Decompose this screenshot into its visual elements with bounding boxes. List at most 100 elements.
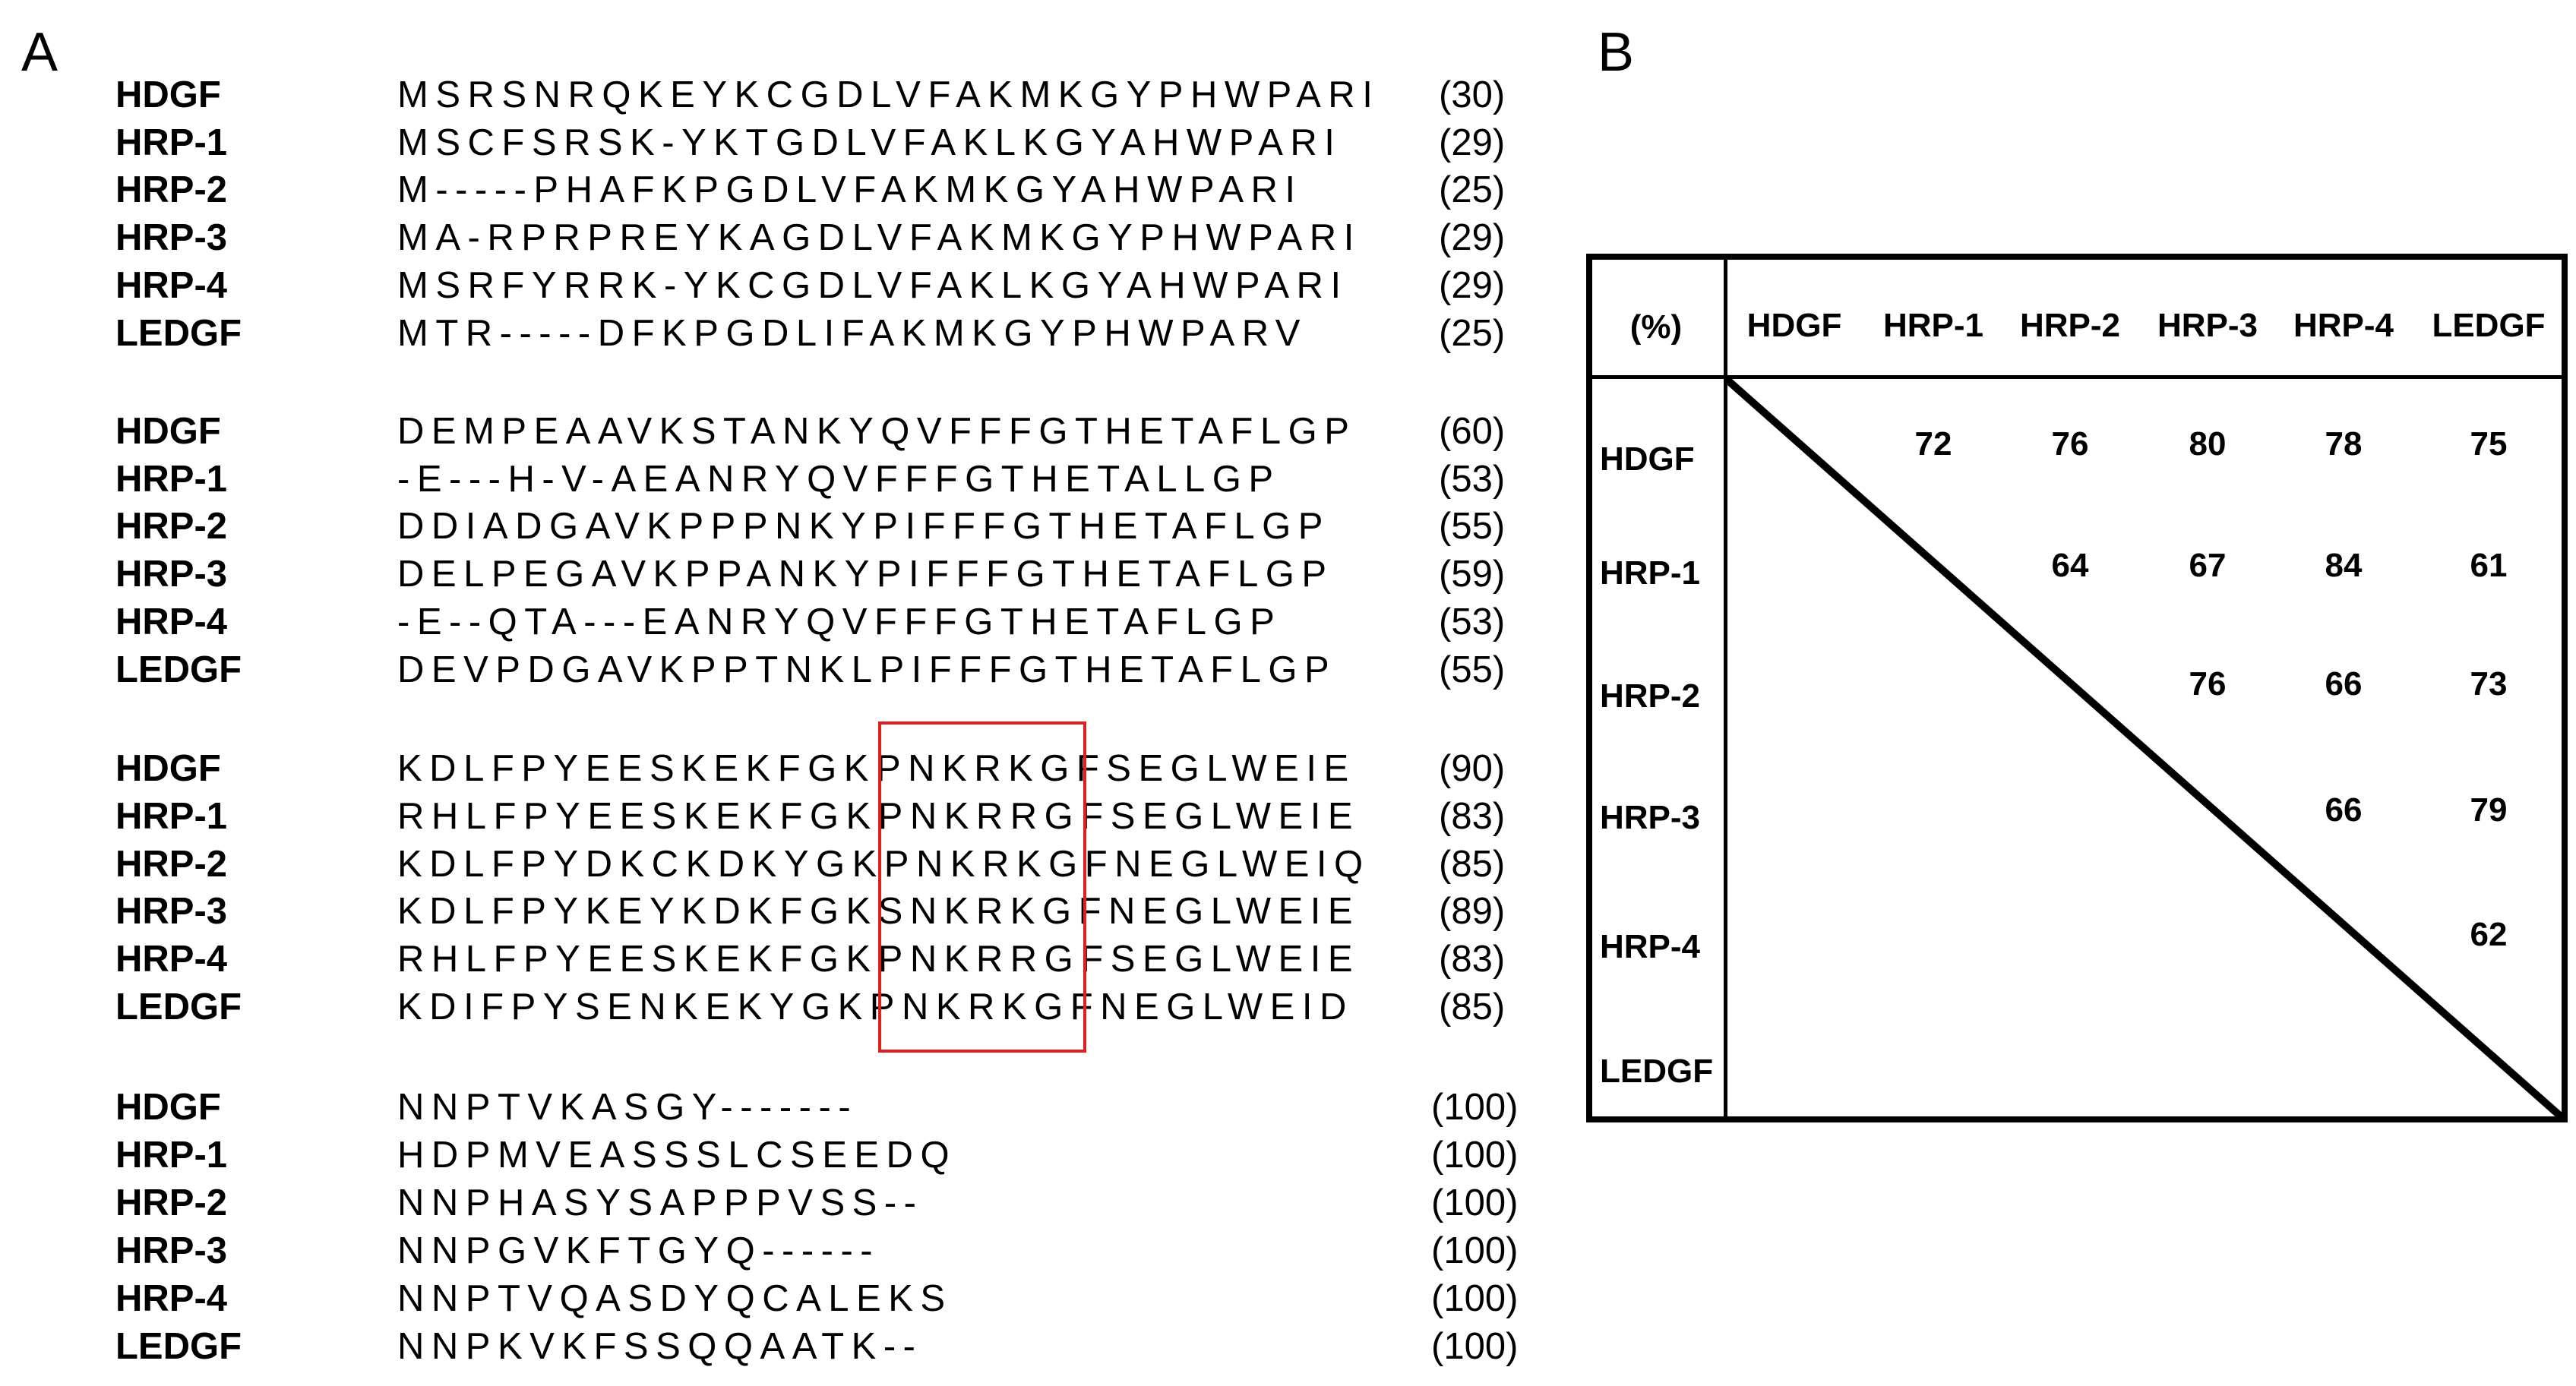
row-sequence: MSRSNRQKEYKCGDLVFAKMKGYPHWPARI <box>397 74 1380 115</box>
row-name: HRP-3 <box>115 891 228 932</box>
row-count: (55) <box>1439 506 1506 547</box>
row-count: (25) <box>1439 313 1506 354</box>
row-sequence: -E--QTA---EANRYQVFFFGTHETAFLGP <box>397 601 1282 642</box>
row-name: HRP-2 <box>115 844 228 885</box>
matrix-cell: 66 <box>2325 665 2363 702</box>
matrix-corner-label: (%) <box>1629 308 1683 346</box>
row-name: HDGF <box>115 1087 221 1128</box>
row-count: (83) <box>1439 796 1506 837</box>
row-sequence: MA-RPRPREYKAGDLVFAKMKGYPHWPARI <box>397 217 1361 258</box>
row-sequence: KDLFPYKEYKDKFGKSNKRKGFNEGLWEIE <box>397 891 1361 932</box>
row-count: (100) <box>1431 1326 1519 1367</box>
row-name: HRP-1 <box>115 122 228 163</box>
matrix-cell: 61 <box>2470 547 2508 584</box>
row-name: HRP-3 <box>115 217 228 258</box>
row-count: (100) <box>1431 1230 1519 1271</box>
matrix-row-header: HRP-1 <box>1600 554 1701 592</box>
matrix-cell: 84 <box>2325 547 2363 584</box>
row-sequence: DEMPEAAVKSTANKYQVFFFGTHETAFLGP <box>397 411 1357 452</box>
matrix-cell: 72 <box>1914 425 1952 463</box>
row-sequence: HDPMVEASSSLCSEEDQ <box>397 1135 957 1176</box>
row-sequence: NNPGVKFTGYQ------ <box>397 1230 880 1271</box>
row-count: (29) <box>1439 265 1506 306</box>
matrix-cell: 78 <box>2325 425 2363 463</box>
row-sequence: NNPHASYSAPPPVSS-- <box>397 1182 924 1223</box>
matrix-cell: 67 <box>2189 547 2227 584</box>
row-name: HRP-2 <box>115 1182 228 1223</box>
matrix-cell: 62 <box>2470 916 2508 953</box>
row-name: HDGF <box>115 748 221 789</box>
matrix-cell: 80 <box>2189 425 2227 463</box>
row-count: (55) <box>1439 649 1506 690</box>
row-count: (60) <box>1439 411 1506 452</box>
matrix-row-header: HRP-4 <box>1600 928 1701 965</box>
matrix-col-header: HRP-2 <box>2019 307 2121 344</box>
row-sequence: NNPTVKASGY------- <box>397 1087 858 1128</box>
row-count: (85) <box>1439 844 1506 885</box>
row-name: LEDGF <box>115 987 242 1028</box>
row-name: HRP-4 <box>115 939 228 980</box>
row-name: HRP-1 <box>115 796 228 837</box>
matrix-cell: 73 <box>2470 665 2508 702</box>
row-count: (83) <box>1439 939 1506 980</box>
row-name: HRP-4 <box>115 1278 228 1319</box>
row-sequence: KDIFPYSENKEKYGKPNKRKGFNEGLWEID <box>397 987 1354 1028</box>
panel-b-label: B <box>1598 22 1635 83</box>
row-sequence: RHLFPYEESKEKFGKPNKRRGFSEGLWEIE <box>397 796 1361 837</box>
matrix-row-header: HRP-2 <box>1600 677 1701 715</box>
row-name: HRP-2 <box>115 506 228 547</box>
row-count: (53) <box>1439 459 1506 500</box>
row-count: (30) <box>1439 74 1506 115</box>
matrix-row-header: LEDGF <box>1600 1053 1714 1090</box>
row-sequence: DEVPDGAVKPPTNKLPIFFFGTHETAFLGP <box>397 649 1337 690</box>
row-count: (90) <box>1439 748 1506 789</box>
matrix-col-header: HRP-4 <box>2293 307 2394 344</box>
row-count: (100) <box>1431 1135 1519 1176</box>
row-sequence: MSRFYRRK-YKCGDLVFAKLKGYAHWPARI <box>397 265 1348 306</box>
row-count: (59) <box>1439 554 1506 595</box>
row-count: (29) <box>1439 122 1506 163</box>
row-sequence: M-----PHAFKPGDLVFAKMKGYAHWPARI <box>397 169 1303 210</box>
row-count: (100) <box>1431 1278 1519 1319</box>
matrix-col-header: HDGF <box>1746 307 1842 344</box>
row-name: HRP-4 <box>115 265 228 306</box>
matrix-cell: 64 <box>2051 547 2089 584</box>
row-name: LEDGF <box>115 1326 242 1367</box>
row-name: HRP-1 <box>115 1135 228 1176</box>
row-name: HDGF <box>115 411 221 452</box>
matrix-row-header: HRP-3 <box>1600 799 1701 836</box>
matrix-rowname-divider <box>1724 254 1727 1122</box>
row-sequence: NNPKVKFSSQQAATK-- <box>397 1326 923 1367</box>
row-count: (53) <box>1439 601 1506 642</box>
matrix-col-header: HRP-1 <box>1882 307 1984 344</box>
matrix-cell: 76 <box>2189 665 2227 702</box>
row-sequence: DDIADGAVKPPPNKYPIFFFGTHETAFLGP <box>397 506 1330 547</box>
matrix-diagonal-line <box>1724 377 2568 1122</box>
row-count: (100) <box>1431 1182 1519 1223</box>
matrix-cell: 66 <box>2325 791 2363 829</box>
matrix-col-header: HRP-3 <box>2157 307 2258 344</box>
matrix-row-header: HDGF <box>1600 440 1695 478</box>
matrix-col-header: LEDGF <box>2432 307 2546 344</box>
row-name: LEDGF <box>115 649 242 690</box>
row-count: (89) <box>1439 891 1506 932</box>
matrix-cell: 75 <box>2470 425 2508 463</box>
row-name: HRP-2 <box>115 169 228 210</box>
row-name: HRP-4 <box>115 601 228 642</box>
row-sequence: DELPEGAVKPPANKYPIFFFGTHETAFLGP <box>397 554 1334 595</box>
row-name: HDGF <box>115 74 221 115</box>
row-count: (29) <box>1439 217 1506 258</box>
row-name: HRP-1 <box>115 459 228 500</box>
row-name: HRP-3 <box>115 554 228 595</box>
row-sequence: KDLFPYEESKEKFGKPNKRKGFSEGLWEIE <box>397 748 1356 789</box>
identity-matrix <box>1586 254 2568 1122</box>
row-count: (25) <box>1439 169 1506 210</box>
row-sequence: MSCFSRSK-YKTGDLVFAKLKGYAHWPARI <box>397 122 1342 163</box>
matrix-cell: 79 <box>2470 791 2508 829</box>
matrix-header-divider <box>1586 375 2568 379</box>
row-sequence: -E---H-V-AEANRYQVFFFGTHETALLGP <box>397 459 1281 500</box>
row-count: (100) <box>1431 1087 1519 1128</box>
row-name: HRP-3 <box>115 1230 228 1271</box>
row-name: LEDGF <box>115 313 242 354</box>
row-count: (85) <box>1439 987 1506 1028</box>
